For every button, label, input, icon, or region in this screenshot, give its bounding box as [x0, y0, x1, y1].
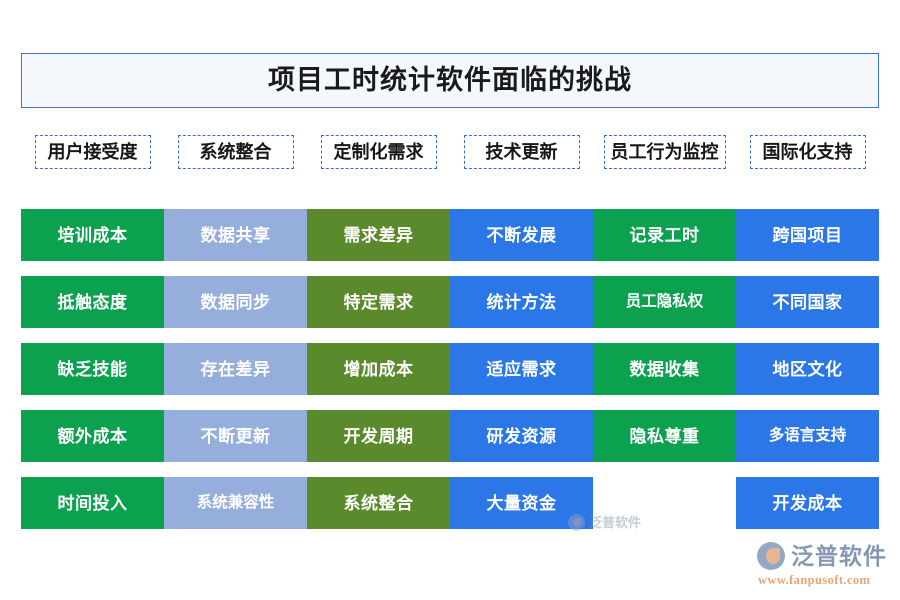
- category-label: 员工行为监控: [610, 141, 719, 162]
- challenge-cell-label: 系统整合: [343, 493, 414, 513]
- challenge-cell[interactable]: 数据收集: [593, 343, 736, 395]
- challenge-cell-label: 存在差异: [200, 359, 271, 379]
- challenge-cell[interactable]: 不同国家: [736, 276, 879, 328]
- challenge-column-system-integration: 数据共享数据同步存在差异不断更新系统兼容性: [164, 209, 307, 529]
- challenge-cell-label: 额外成本: [57, 426, 128, 446]
- challenge-cell-label: 数据收集: [629, 359, 700, 379]
- challenge-cell[interactable]: 数据同步: [164, 276, 307, 328]
- challenge-cell-label: 不断发展: [486, 225, 557, 245]
- diagram-title-banner: 项目工时统计软件面临的挑战: [21, 53, 879, 108]
- challenge-cell[interactable]: 统计方法: [450, 276, 593, 328]
- challenge-cell-label: 缺乏技能: [57, 359, 128, 379]
- challenge-cell-label: 不同国家: [772, 292, 843, 312]
- brand-url[interactable]: www.fanpusoft.com: [758, 573, 871, 587]
- challenge-column-employee-monitoring: 记录工时员工隐私权数据收集隐私尊重: [593, 209, 736, 529]
- challenge-cell[interactable]: 时间投入: [21, 477, 164, 529]
- category-label: 用户接受度: [47, 141, 138, 162]
- challenge-cell[interactable]: 隐私尊重: [593, 410, 736, 462]
- challenge-cell-label: 统计方法: [486, 292, 557, 312]
- category-chip-user-acceptance[interactable]: 用户接受度: [34, 135, 151, 169]
- challenge-cell-label: 隐私尊重: [629, 426, 700, 446]
- challenge-cell[interactable]: 系统整合: [307, 477, 450, 529]
- category-chip-system-integration[interactable]: 系统整合: [177, 135, 294, 169]
- challenge-cell-label: 特定需求: [343, 292, 414, 312]
- challenge-cell-label: 增加成本: [343, 359, 414, 379]
- challenge-cell[interactable]: 不断发展: [450, 209, 593, 261]
- challenge-cell[interactable]: 地区文化: [736, 343, 879, 395]
- challenge-cell[interactable]: 开发周期: [307, 410, 450, 462]
- challenge-cell-label: 开发周期: [343, 426, 414, 446]
- challenge-column-customization: 需求差异特定需求增加成本开发周期系统整合: [307, 209, 450, 529]
- challenge-cell-label: 数据共享: [200, 225, 271, 245]
- page-title: 项目工时统计软件面临的挑战: [268, 65, 632, 95]
- challenge-cell-label: 不断更新: [200, 426, 271, 446]
- category-chip-employee-monitoring[interactable]: 员工行为监控: [603, 135, 726, 169]
- challenge-column-tech-update: 不断发展统计方法适应需求研发资源大量资金: [450, 209, 593, 529]
- category-chip-internationalization[interactable]: 国际化支持: [749, 135, 866, 169]
- challenge-cell-label: 数据同步: [200, 292, 271, 312]
- challenge-cell-label: 员工隐私权: [625, 293, 704, 311]
- challenge-cell[interactable]: 存在差异: [164, 343, 307, 395]
- category-chip-customization[interactable]: 定制化需求: [320, 135, 437, 169]
- challenge-column-internationalization: 跨国项目不同国家地区文化多语言支持开发成本: [736, 209, 879, 529]
- category-label: 系统整合: [199, 141, 272, 162]
- challenge-cell[interactable]: 员工隐私权: [593, 276, 736, 328]
- challenge-cell-label: 系统兼容性: [196, 494, 275, 512]
- challenge-cell[interactable]: 额外成本: [21, 410, 164, 462]
- challenge-cell-label: 记录工时: [629, 225, 700, 245]
- challenge-cell[interactable]: 缺乏技能: [21, 343, 164, 395]
- category-header-cell: 技术更新: [450, 133, 593, 171]
- category-label: 国际化支持: [762, 141, 853, 162]
- brand-logo-row: 泛普软件: [757, 541, 887, 571]
- category-header-cell: 定制化需求: [307, 133, 450, 171]
- category-header-cell: 用户接受度: [21, 133, 164, 171]
- challenge-cell[interactable]: 需求差异: [307, 209, 450, 261]
- fanpu-logo-icon: [757, 542, 785, 570]
- category-label: 定制化需求: [333, 141, 424, 162]
- category-label: 技术更新: [485, 141, 558, 162]
- challenge-cell[interactable]: 适应需求: [450, 343, 593, 395]
- category-chip-tech-update[interactable]: 技术更新: [463, 135, 580, 169]
- challenge-cell-label: 开发成本: [772, 493, 843, 513]
- challenge-cell[interactable]: 不断更新: [164, 410, 307, 462]
- challenge-cell[interactable]: 记录工时: [593, 209, 736, 261]
- brand-name: 泛普软件: [791, 543, 887, 569]
- challenge-cell[interactable]: 抵触态度: [21, 276, 164, 328]
- challenge-cell-label: 大量资金: [486, 493, 557, 513]
- challenge-cell-label: 需求差异: [343, 225, 414, 245]
- category-header-row: 用户接受度 系统整合 定制化需求 技术更新 员工行为监控 国际化支持: [21, 133, 879, 171]
- challenge-cell-label: 多语言支持: [768, 427, 847, 445]
- challenge-cell[interactable]: 系统兼容性: [164, 477, 307, 529]
- challenge-cell[interactable]: 数据共享: [164, 209, 307, 261]
- challenge-cell-label: 地区文化: [772, 359, 843, 379]
- challenge-cell[interactable]: 开发成本: [736, 477, 879, 529]
- challenge-cell[interactable]: 增加成本: [307, 343, 450, 395]
- challenge-cell[interactable]: 培训成本: [21, 209, 164, 261]
- challenge-cell-label: 培训成本: [57, 225, 128, 245]
- brand-logo: 泛普软件 www.fanpusoft.com: [757, 541, 891, 589]
- challenge-cell-label: 适应需求: [486, 359, 557, 379]
- challenge-cell-label: 研发资源: [486, 426, 557, 446]
- challenge-cell[interactable]: 特定需求: [307, 276, 450, 328]
- challenge-cell-label: 跨国项目: [772, 225, 843, 245]
- challenge-cell[interactable]: 研发资源: [450, 410, 593, 462]
- challenge-cell[interactable]: 大量资金: [450, 477, 593, 529]
- challenge-grid: 培训成本抵触态度缺乏技能额外成本时间投入数据共享数据同步存在差异不断更新系统兼容…: [21, 209, 879, 529]
- category-header-cell: 系统整合: [164, 133, 307, 171]
- challenge-cell-label: 抵触态度: [57, 292, 128, 312]
- challenge-cell[interactable]: 跨国项目: [736, 209, 879, 261]
- category-header-cell: 员工行为监控: [593, 133, 736, 171]
- challenge-cell-label: 时间投入: [57, 493, 128, 513]
- challenge-column-user-acceptance: 培训成本抵触态度缺乏技能额外成本时间投入: [21, 209, 164, 529]
- challenge-cell[interactable]: 多语言支持: [736, 410, 879, 462]
- category-header-cell: 国际化支持: [736, 133, 879, 171]
